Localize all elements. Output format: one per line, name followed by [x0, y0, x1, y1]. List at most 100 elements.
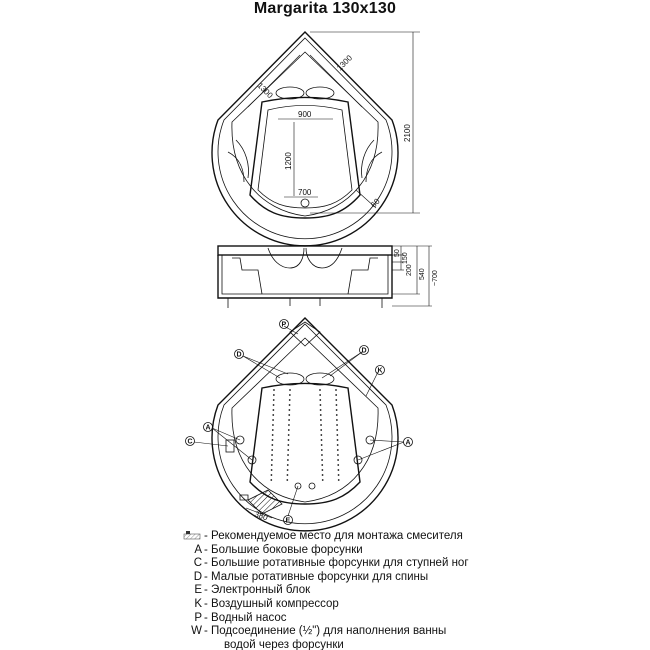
- dim-540: 540: [419, 268, 426, 280]
- callout-d-right: D: [362, 348, 367, 355]
- air-hole: [286, 464, 289, 466]
- top-view-headrest-left: [275, 86, 305, 100]
- air-hole: [271, 459, 273, 461]
- air-hole: [270, 479, 273, 481]
- air-hole: [335, 389, 337, 391]
- legend-key-c: C: [193, 557, 202, 570]
- mixer-area: [247, 489, 283, 515]
- air-hole: [271, 444, 274, 446]
- callout-circle-a-right: [403, 437, 413, 447]
- jet-view-seat-outline: [231, 337, 379, 503]
- air-hole: [321, 474, 324, 476]
- air-hole: [320, 439, 323, 441]
- legend-text-p: - Водный насос: [204, 611, 287, 624]
- air-hole: [270, 464, 273, 466]
- top-view-outer-outline: [211, 31, 399, 247]
- jet-view-headrest-right: [305, 372, 335, 386]
- side-view-headrest-left: [267, 247, 305, 269]
- top-view-drain: [300, 198, 310, 208]
- callout-circle-p: [279, 319, 289, 329]
- top-view-inner-tub-floor: [257, 105, 353, 209]
- air-hole: [319, 389, 321, 391]
- callout-c: C: [188, 439, 193, 446]
- top-view-right-seat-line: [361, 139, 375, 179]
- leader-e-1: [287, 485, 299, 517]
- leader-d-right-1: [329, 351, 363, 377]
- callout-a-right: A: [406, 440, 411, 447]
- air-hole: [271, 454, 273, 456]
- dim-1200: 1200: [284, 152, 293, 170]
- air-hole: [335, 394, 338, 396]
- legend-key-e: E: [194, 584, 202, 597]
- leader-c: [193, 441, 229, 447]
- air-hole: [335, 404, 338, 406]
- callout-circle-d-right: [359, 345, 369, 355]
- legend-text-k: - Воздушный компрессор: [204, 597, 339, 610]
- callout-circle-d-left: [234, 349, 244, 359]
- air-hole: [288, 424, 290, 426]
- leader-d-left-2: [242, 355, 289, 375]
- callout-circle-e: [283, 515, 293, 525]
- jet-plan-view: 380 P D D K A A: [185, 317, 413, 532]
- air-hole: [272, 399, 275, 401]
- air-hole: [270, 474, 273, 476]
- air-hole: [319, 399, 322, 401]
- air-hole: [288, 404, 291, 406]
- air-hole: [337, 454, 339, 456]
- air-hole: [288, 409, 291, 411]
- side-view-rim: [217, 245, 393, 256]
- top-view-outer-outline-inner: [217, 37, 393, 240]
- air-hole: [337, 464, 340, 466]
- legend-key-a: A: [194, 543, 202, 556]
- air-hole: [272, 424, 274, 426]
- air-hole: [336, 424, 338, 426]
- side-view-body: [217, 255, 393, 299]
- legend-key-d: D: [193, 570, 202, 583]
- side-view: 50 150 200 540 ~700: [217, 245, 439, 308]
- jet-a-left-1: [235, 435, 245, 445]
- air-hole: [319, 409, 322, 411]
- jet-view-outer-outline: [211, 317, 399, 532]
- air-hole: [337, 469, 340, 471]
- air-hole: [321, 464, 324, 466]
- legend-row-p: P - Водный насос: [180, 612, 620, 626]
- air-hole: [288, 394, 291, 396]
- air-holes: [270, 389, 340, 481]
- air-hole: [336, 449, 339, 451]
- air-hole: [336, 439, 339, 441]
- dim-line-380: [245, 507, 273, 519]
- callout-d-left: D: [237, 352, 242, 359]
- air-hole: [335, 414, 338, 416]
- legend-text-w: - Подсоединение (½") для наполнения ванн…: [204, 625, 447, 638]
- leader-d-right-2: [321, 351, 363, 379]
- air-hole: [335, 409, 338, 411]
- air-hole: [272, 409, 275, 411]
- leader-k: [365, 371, 379, 397]
- air-hole: [289, 389, 291, 391]
- callout-a-left: A: [206, 425, 211, 432]
- legend-row-c: C - Большие ротативные форсунки для ступ…: [180, 557, 620, 571]
- dim-2100: 2100: [403, 124, 412, 142]
- air-hole: [319, 404, 322, 406]
- legend-text-c: - Большие ротативные форсунки для ступне…: [204, 557, 469, 570]
- callout-circle-a-left: [203, 422, 213, 432]
- legend-row-a: A - Большие боковые форсунки: [180, 544, 620, 558]
- callout-k: K: [378, 368, 383, 375]
- air-hole: [337, 479, 340, 481]
- leader-d-left-1: [242, 355, 281, 379]
- dim-line-60: [355, 189, 377, 209]
- w-fitting-icon: [239, 494, 249, 501]
- legend-row-d: D - Малые ротативные форсунки для спины: [180, 571, 620, 585]
- air-hole: [320, 419, 322, 421]
- air-hole: [273, 389, 275, 391]
- legend: - Рекомендуемое место для монтажа смесит…: [180, 530, 620, 650]
- leader-p: [283, 325, 299, 335]
- side-view-headrest-right: [305, 247, 343, 269]
- jet-view-inner-tub: [249, 382, 361, 505]
- air-hole: [337, 459, 339, 461]
- air-hole: [321, 479, 324, 481]
- air-hole: [321, 469, 324, 471]
- air-hole: [271, 434, 274, 436]
